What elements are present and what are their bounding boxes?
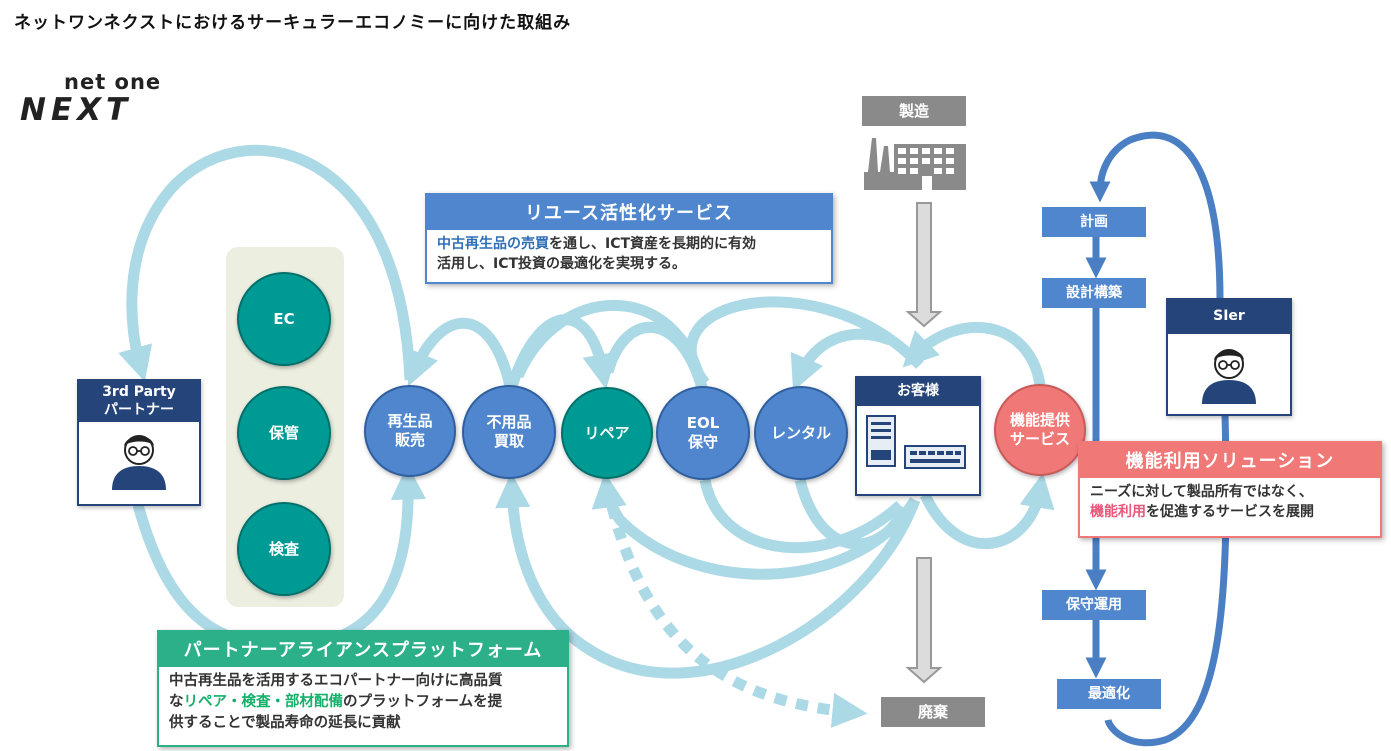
reuse-service-text: 中古再生品の売買を通し、ICT資産を長期的に有効 活用し、ICT投資の最適化を実… bbox=[437, 236, 757, 273]
reuse-service-title: リユース活性化サービス bbox=[427, 195, 831, 230]
arrow-rental-to-customer-lower bbox=[794, 478, 910, 550]
circle-resale: 再生品販売 bbox=[364, 385, 456, 477]
person-icon bbox=[112, 435, 166, 490]
arrow-customer-to-buyback-lower bbox=[495, 472, 921, 679]
partner-alliance-box: パートナーアライアンスプラットフォーム 中古再生品を活用するエコパートナー向けに… bbox=[157, 630, 569, 747]
sier-card-header: SIer bbox=[1168, 300, 1290, 334]
arrow-sier-cycle-top bbox=[1089, 131, 1224, 301]
arrow-buyback-to-resale bbox=[405, 317, 516, 388]
partner-alliance-title: パートナーアライアンスプラットフォーム bbox=[159, 632, 567, 667]
step-plan: 計画 bbox=[1042, 207, 1146, 237]
function-solution-title: 機能利用ソリューション bbox=[1080, 443, 1380, 478]
reuse-service-box: リユース活性化サービス 中古再生品の売買を通し、ICT資産を長期的に有効 活用し… bbox=[425, 193, 833, 284]
circle-storage: 保管 bbox=[237, 386, 331, 480]
arrow-function-to-customer bbox=[902, 321, 1046, 387]
logo-top-text: net one bbox=[64, 70, 162, 94]
server-icon bbox=[866, 414, 966, 469]
customer-card-header: お客様 bbox=[857, 378, 979, 406]
circle-inspection: 検査 bbox=[237, 502, 331, 596]
logo-main-text: NEXT bbox=[20, 92, 133, 128]
circle-buyback: 不用品買取 bbox=[462, 385, 556, 479]
partner-alliance-text: 中古再生品を活用するエコパートナー向けに高品質 なリペア・検査・部材配備のプラッ… bbox=[169, 673, 503, 732]
arrow-repair-to-disposal bbox=[601, 483, 868, 728]
arrow-manufacture-to-customer bbox=[905, 202, 943, 328]
partner-card-header: 3rd Party パートナー bbox=[79, 381, 199, 422]
step-optimize: 最適化 bbox=[1057, 679, 1161, 709]
arrow-customer-to-function-lower bbox=[920, 472, 1055, 550]
customer-card: お客様 bbox=[855, 376, 981, 496]
arrow-eol-to-customer-lower bbox=[699, 478, 904, 553]
sier-card: SIer bbox=[1166, 298, 1292, 416]
arrow-customer-to-rental bbox=[790, 328, 892, 392]
step-design: 設計構築 bbox=[1042, 278, 1146, 308]
circle-function-service: 機能提供サービス bbox=[994, 384, 1086, 476]
person-icon bbox=[1202, 348, 1256, 404]
factory-icon bbox=[864, 138, 966, 190]
page-title: ネットワンネクストにおけるサーキュラーエコノミーに向けた取組み bbox=[14, 13, 572, 33]
manufacture-label: 製造 bbox=[862, 96, 966, 126]
arrow-resale-to-partner bbox=[118, 144, 416, 382]
circle-ec: EC bbox=[237, 272, 331, 366]
function-solution-box: 機能利用ソリューション ニーズに対して製品所有ではなく、 機能利用を促進するサー… bbox=[1078, 441, 1382, 538]
circle-repair: リペア bbox=[561, 387, 653, 479]
arrow-eol-to-buyback bbox=[512, 299, 708, 390]
circle-rental: レンタル bbox=[754, 386, 848, 480]
function-solution-text: ニーズに対して製品所有ではなく、 機能利用を促進するサービスを展開 bbox=[1090, 484, 1314, 521]
arrow-customer-to-disposal bbox=[905, 557, 943, 684]
step-operations: 保守運用 bbox=[1042, 590, 1146, 620]
partner-card: 3rd Party パートナー bbox=[77, 379, 201, 506]
disposal-label: 廃棄 bbox=[881, 697, 985, 727]
